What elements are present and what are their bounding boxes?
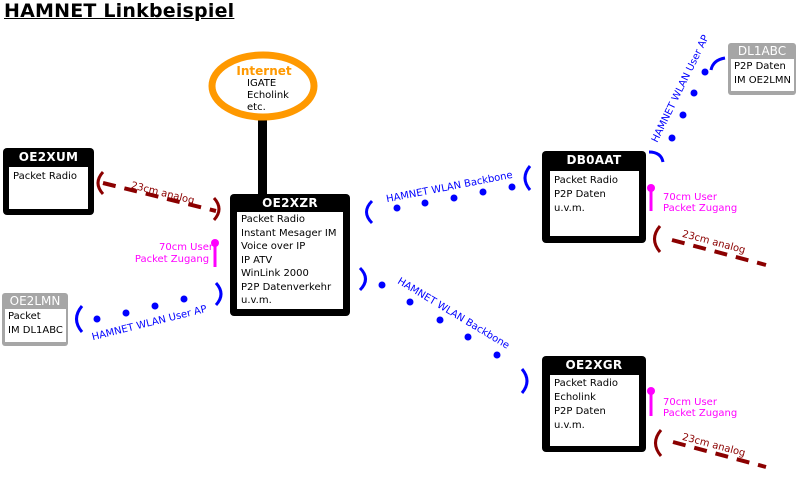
antenna-oe2lmn bbox=[75, 305, 84, 333]
antenna-oe2xzr-user-ap bbox=[214, 281, 223, 307]
user-lines: P2P Daten IM OE2LMN bbox=[731, 59, 794, 91]
internet-service: Echolink bbox=[247, 90, 289, 101]
node-services: Packet Radio P2P Daten u.v.m. bbox=[550, 171, 639, 236]
node-oe2xzr[interactable]: OE2XZR Packet Radio Instant Mesager IM V… bbox=[230, 194, 350, 316]
service-item: Packet Radio bbox=[554, 175, 618, 186]
internet-cloud bbox=[208, 51, 318, 121]
label-wlan-user-ap-right: HAMNET WLAN User AP bbox=[650, 33, 712, 144]
user-dl1abc[interactable]: DL1ABC P2P Daten IM OE2LMN bbox=[728, 43, 796, 95]
antenna-oe2xgr-backbone bbox=[520, 368, 529, 394]
label-packet-zugang-db0aat: Packet Zugang bbox=[663, 203, 737, 214]
label-packet-zugang-left: Packet Zugang bbox=[135, 254, 209, 265]
service-item: P2P Daten bbox=[554, 406, 606, 417]
antenna-oe2xzr-backbone-oe2xgr bbox=[358, 266, 367, 292]
node-services: Packet Radio bbox=[9, 167, 88, 209]
service-item: Packet Radio bbox=[13, 171, 77, 182]
label-wlan-backbone-top: HAMNET WLAN Backbone bbox=[385, 170, 513, 205]
page-title: HAMNET Linkbeispiel bbox=[4, 0, 235, 22]
label-23cm-analog-db0aat: 23cm analog bbox=[681, 229, 747, 256]
node-db0aat[interactable]: DB0AAT Packet Radio P2P Daten u.v.m. bbox=[542, 151, 646, 243]
service-item: Instant Mesager IM bbox=[241, 227, 337, 239]
user-title: DL1ABC bbox=[737, 44, 787, 58]
antenna-oe2xum-analog bbox=[96, 170, 105, 196]
internet-text: Internet IGATE Echolink etc. bbox=[214, 64, 314, 114]
node-oe2xum[interactable]: OE2XUM Packet Radio bbox=[3, 148, 94, 215]
label-70cm-user-db0aat: 70cm User bbox=[663, 192, 718, 203]
service-item: Packet Radio bbox=[241, 214, 305, 225]
service-item: IP ATV bbox=[241, 254, 273, 266]
internet-label: Internet bbox=[236, 64, 292, 78]
antenna-oe2xgr-analog bbox=[654, 429, 663, 457]
label-wlan-user-ap-left: HAMNET WLAN User AP bbox=[91, 304, 208, 343]
wlan-user-ap-link-right bbox=[668, 68, 709, 142]
user-line: IM OE2LMN bbox=[734, 75, 791, 86]
internet-uplink-pole bbox=[258, 118, 267, 196]
service-item: P2P Datenverkehr bbox=[241, 281, 332, 293]
service-item: u.v.m. bbox=[554, 203, 585, 214]
service-item: WinLink 2000 bbox=[241, 268, 309, 279]
label-70cm-user-left: 70cm User bbox=[159, 242, 214, 253]
service-item: Echolink bbox=[554, 392, 596, 403]
node-title: OE2XUM bbox=[18, 150, 79, 164]
internet-service: IGATE bbox=[247, 78, 277, 89]
antenna-oe2xzr-analog bbox=[212, 196, 221, 222]
node-services: Packet Radio Echolink P2P Daten u.v.m. bbox=[550, 375, 639, 446]
label-23cm-analog-left: 23cm analog bbox=[130, 180, 196, 206]
user-line: Packet bbox=[8, 311, 41, 322]
user-line: P2P Daten bbox=[734, 61, 786, 72]
node-title: OE2XZR bbox=[262, 196, 318, 210]
user-lines: Packet IM DL1ABC bbox=[5, 309, 66, 342]
node-oe2xgr[interactable]: OE2XGR Packet Radio Echolink P2P Daten u… bbox=[542, 356, 646, 452]
analog-link-db0aat bbox=[671, 238, 767, 267]
service-item: Voice over IP bbox=[241, 241, 306, 252]
service-item: u.v.m. bbox=[554, 420, 585, 431]
antenna-oe2xzr-backbone-db0aat bbox=[365, 199, 374, 225]
service-item: Packet Radio bbox=[554, 378, 618, 389]
wlan-user-ap-link-left bbox=[93, 295, 188, 323]
user-70cm-tip-oe2xzr bbox=[211, 239, 219, 247]
user-70cm-tip-db0aat bbox=[647, 184, 655, 192]
wlan-backbone-link-db0aat bbox=[393, 183, 516, 212]
label-23cm-analog-oe2xgr: 23cm analog bbox=[681, 432, 747, 459]
user-oe2lmn[interactable]: OE2LMN Packet IM DL1ABC bbox=[2, 293, 68, 346]
service-item: P2P Daten bbox=[554, 189, 606, 200]
label-wlan-backbone-bottom: HAMNET WLAN Backbone bbox=[395, 276, 511, 352]
service-item: u.v.m. bbox=[241, 295, 272, 306]
user-title: OE2LMN bbox=[9, 294, 61, 308]
node-title: DB0AAT bbox=[566, 153, 622, 167]
label-70cm-user-oe2xgr: 70cm User bbox=[663, 397, 718, 408]
label-packet-zugang-oe2xgr: Packet Zugang bbox=[663, 408, 737, 419]
internet-service: etc. bbox=[247, 102, 266, 113]
analog-link-oe2xum bbox=[102, 181, 217, 213]
antenna-db0aat-user-ap bbox=[648, 150, 665, 163]
node-services: Packet Radio Instant Mesager IM Voice ov… bbox=[237, 212, 343, 309]
analog-link-oe2xgr bbox=[672, 440, 767, 469]
node-title: OE2XGR bbox=[565, 358, 623, 372]
wlan-backbone-link-oe2xgr bbox=[378, 281, 501, 359]
antenna-db0aat-backbone bbox=[523, 165, 532, 191]
user-70cm-tip-oe2xgr bbox=[647, 387, 655, 395]
antenna-db0aat-analog bbox=[653, 225, 662, 253]
user-line: IM DL1ABC bbox=[8, 325, 63, 336]
antenna-dl1abc bbox=[709, 56, 726, 71]
